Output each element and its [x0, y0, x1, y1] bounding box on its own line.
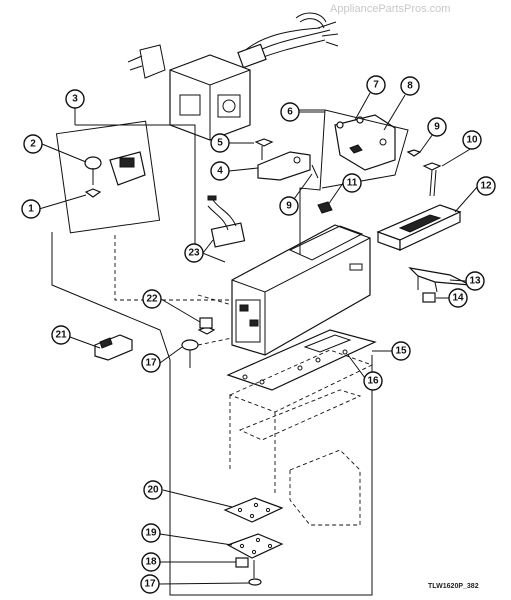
svg-text:15: 15	[395, 346, 407, 357]
callout-17-left: 17	[141, 353, 161, 373]
svg-text:23: 23	[188, 248, 200, 259]
callout-17-bottom: 17	[140, 574, 160, 594]
callout-9-top: 9	[427, 117, 447, 137]
part-11-clip	[317, 201, 333, 214]
callout-13: 13	[465, 271, 485, 291]
part-20-plate	[223, 497, 284, 523]
callout-3: 3	[65, 89, 85, 109]
callout-14: 14	[448, 288, 468, 308]
svg-text:20: 20	[147, 485, 159, 496]
part-12-cover	[376, 204, 462, 251]
drawing-code: TLW1620P_382	[428, 583, 479, 590]
part-19-plate	[226, 533, 284, 559]
svg-text:1: 1	[28, 204, 34, 215]
part-17-18-bottom	[235, 557, 262, 586]
callout-11: 11	[342, 173, 362, 193]
leader-lines	[38, 92, 479, 585]
svg-text:18: 18	[145, 557, 157, 568]
svg-text:14: 14	[452, 293, 464, 304]
callout-6: 6	[280, 102, 300, 122]
callout-7: 7	[366, 75, 386, 95]
svg-text:5: 5	[217, 138, 223, 149]
svg-text:22: 22	[146, 294, 158, 305]
svg-text:11: 11	[347, 178, 358, 189]
svg-text:9: 9	[434, 122, 440, 133]
callout-8: 8	[400, 76, 420, 96]
svg-text:17: 17	[145, 358, 157, 369]
callout-9-mid: 9	[279, 196, 299, 216]
part-21-bracket	[94, 334, 133, 361]
callout-20: 20	[143, 480, 163, 500]
svg-text:2: 2	[30, 139, 36, 150]
callout-12: 12	[476, 176, 496, 196]
callout-23: 23	[184, 243, 204, 263]
callout-18: 18	[141, 552, 161, 572]
screws-9-10	[406, 149, 442, 197]
svg-text:17: 17	[144, 579, 156, 590]
callout-1: 1	[21, 199, 41, 219]
part-6-bracket	[334, 114, 396, 171]
timer-block	[127, 44, 251, 141]
part-23-capacitor	[207, 195, 246, 248]
callout-21: 21	[51, 325, 71, 345]
svg-text:12: 12	[480, 181, 492, 192]
part-4-bracket	[254, 138, 319, 181]
part-17-22-left	[181, 317, 216, 368]
callout-5: 5	[210, 133, 230, 153]
svg-text:4: 4	[217, 166, 223, 177]
callout-16: 16	[363, 371, 383, 391]
svg-text:16: 16	[367, 376, 379, 387]
part-3-bracket-group	[55, 120, 161, 234]
callout-4: 4	[210, 161, 230, 181]
callout-22: 22	[142, 289, 162, 309]
svg-text:10: 10	[466, 135, 478, 146]
svg-text:9: 9	[286, 201, 292, 212]
svg-text:13: 13	[469, 276, 481, 287]
callout-19: 19	[141, 523, 161, 543]
svg-text:19: 19	[145, 528, 157, 539]
watermark: AppliancePartsPros.com	[330, 3, 451, 15]
part-16-plate	[226, 329, 377, 391]
svg-text:7: 7	[373, 80, 379, 91]
svg-text:21: 21	[55, 330, 67, 341]
callout-2: 2	[23, 134, 43, 154]
svg-text:8: 8	[407, 81, 413, 92]
callout-15: 15	[391, 341, 411, 361]
svg-text:6: 6	[287, 107, 293, 118]
console-housing	[231, 224, 371, 356]
wire-harness	[237, 12, 339, 69]
callout-10: 10	[462, 130, 482, 150]
svg-text:3: 3	[72, 94, 78, 105]
